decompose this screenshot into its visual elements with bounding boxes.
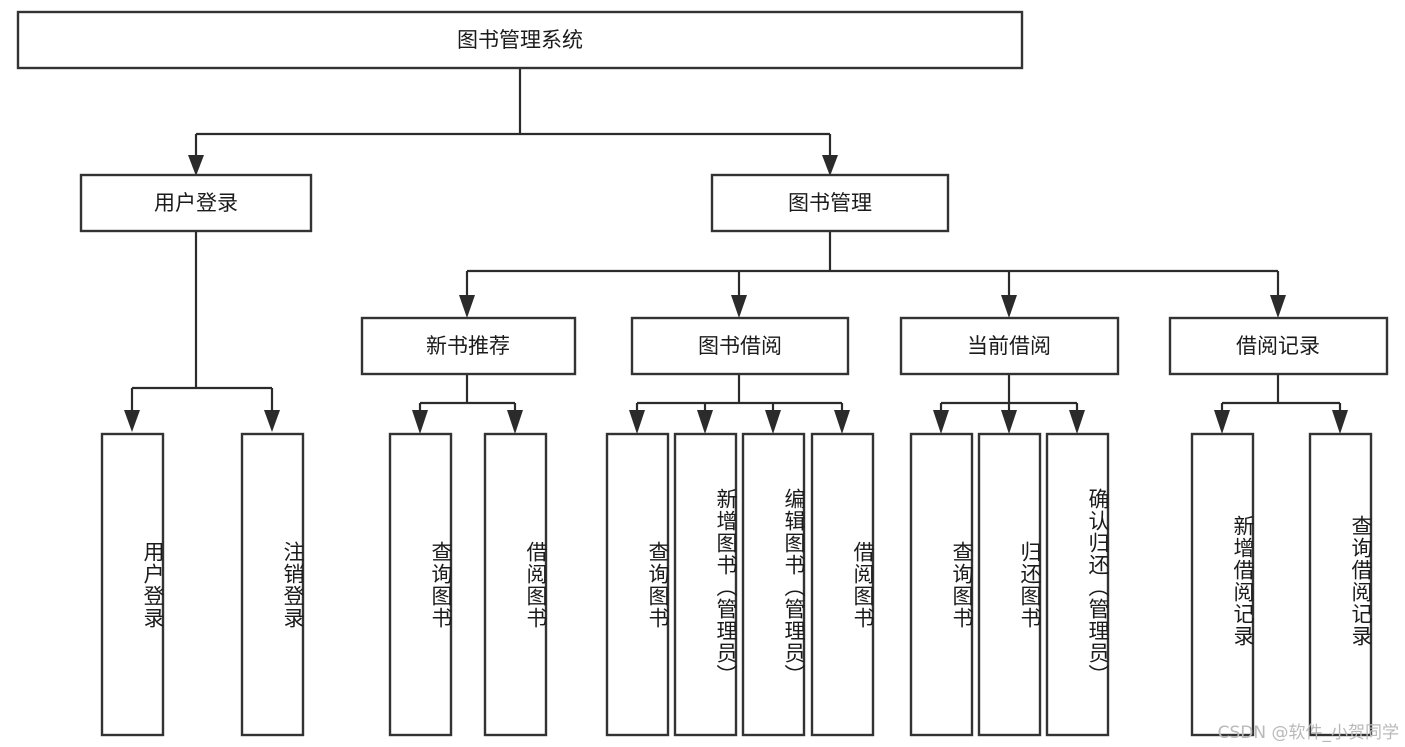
leaf-rect-book-borrow-4[interactable] [810, 432, 875, 737]
node-borrow-record[interactable]: 借阅记录 [1168, 316, 1389, 376]
node-layer: 图书管理系统 用户登录 图书管理 新书推荐 图书借阅 当前 [16, 10, 1389, 737]
arrow-bm-child-4 [1270, 295, 1286, 318]
node-user-login-label: 用户登录 [154, 191, 238, 215]
node-new-book-recommend-label: 新书推荐 [426, 334, 510, 358]
leaf-rect-current-borrow-2[interactable] [977, 432, 1042, 737]
arrow-root-to-login [188, 155, 204, 176]
leaf-rect-book-borrow-2[interactable] [673, 432, 738, 737]
arrow-bm-child-1 [459, 295, 475, 318]
csdn-watermark: CSDN @软件_小贺同学 [1217, 723, 1399, 743]
node-book-management-rect[interactable] [710, 173, 950, 233]
node-book-borrow-label: 图书借阅 [698, 334, 782, 358]
arrow-record-leaf-2 [1332, 410, 1348, 434]
node-current-borrow[interactable]: 当前借阅 [899, 316, 1120, 376]
node-new-book-recommend-rect[interactable] [360, 316, 577, 376]
arrow-borrow-leaf-3 [765, 410, 781, 434]
arrow-login-leaf-1 [124, 410, 140, 432]
leaf-rect-book-borrow-3[interactable] [741, 432, 806, 737]
node-book-management-label: 图书管理 [788, 191, 872, 215]
leaf-rect-current-borrow-3[interactable] [1045, 432, 1110, 737]
arrow-root-to-bookmgmt [822, 155, 838, 176]
leaf-rect-borrow-record-1[interactable] [1190, 432, 1255, 737]
arrow-bm-child-2 [731, 295, 747, 318]
leaf-rect-user-login-2[interactable] [240, 432, 305, 737]
node-root-rect[interactable] [16, 10, 1024, 70]
arrow-borrow-leaf-2 [697, 410, 713, 434]
leaf-rect-new-book-1[interactable] [388, 432, 453, 737]
node-borrow-record-rect[interactable] [1168, 316, 1389, 376]
node-root-label: 图书管理系统 [457, 28, 583, 52]
leaf-rect-user-login-1[interactable] [100, 432, 165, 737]
connector-layer [124, 68, 1348, 434]
node-book-borrow[interactable]: 图书借阅 [630, 316, 850, 376]
node-user-login-rect[interactable] [79, 173, 313, 233]
arrow-bm-child-3 [1001, 295, 1017, 318]
arrow-login-leaf-2 [264, 410, 280, 432]
leaf-rect-current-borrow-1[interactable] [909, 432, 974, 737]
node-user-login[interactable]: 用户登录 [79, 173, 313, 233]
node-current-borrow-rect[interactable] [899, 316, 1120, 376]
arrow-borrow-leaf-1 [629, 410, 645, 434]
arrow-newbook-leaf-2 [507, 410, 523, 434]
node-book-borrow-rect[interactable] [630, 316, 850, 376]
arrow-borrow-leaf-4 [834, 410, 850, 434]
node-current-borrow-label: 当前借阅 [967, 334, 1051, 358]
leaf-rect-borrow-record-2[interactable] [1308, 432, 1373, 737]
arrow-newbook-leaf-1 [412, 410, 428, 434]
node-root[interactable]: 图书管理系统 [16, 10, 1024, 70]
node-borrow-record-label: 借阅记录 [1236, 334, 1320, 358]
arrow-current-leaf-3 [1069, 410, 1085, 434]
arrow-current-leaf-1 [933, 410, 949, 434]
node-book-management[interactable]: 图书管理 [710, 173, 950, 233]
arrow-current-leaf-2 [1001, 410, 1017, 434]
arrow-record-leaf-1 [1214, 410, 1230, 434]
node-new-book-recommend[interactable]: 新书推荐 [360, 316, 577, 376]
leaf-rect-book-borrow-1[interactable] [605, 432, 670, 737]
leaf-rect-new-book-2[interactable] [483, 432, 548, 737]
